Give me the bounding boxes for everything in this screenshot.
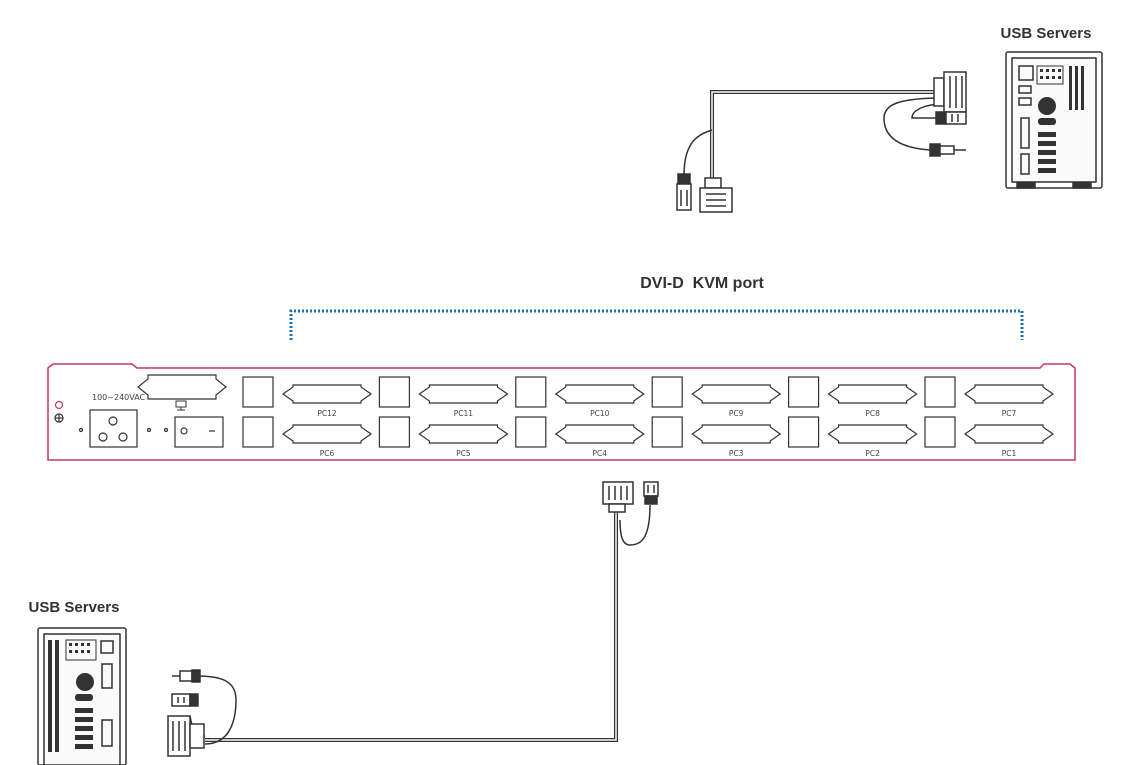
power-label: 100~240VAC [92, 393, 146, 402]
ground-icon [54, 413, 64, 423]
port-label: PC10 [590, 409, 610, 418]
dvi-port-outline [281, 424, 373, 444]
power-switch [163, 416, 224, 448]
dvi-port-outline [963, 384, 1055, 404]
port-group: PC2 [787, 416, 918, 458]
dvi-connector-kvm-end [699, 177, 733, 213]
dvi-port-outline [281, 384, 373, 404]
port-group: PC8 [787, 376, 918, 418]
dvi-port-outline [554, 424, 645, 444]
dvi-connector-kvm-bottom [602, 481, 634, 513]
dvi-connector-server-end [933, 71, 967, 113]
usb-connector-kvm-end [676, 173, 692, 211]
kvm-port-bracket [289, 309, 1024, 340]
dvi-port-outline [827, 384, 918, 404]
usb-port-box [924, 376, 956, 408]
port-label: PC2 [865, 449, 880, 458]
dvi-port-outline [691, 384, 782, 404]
kvm-cable-bottom [189, 504, 651, 745]
kvm-port-label: DVI-D KVM port [640, 275, 764, 292]
power-inlet [78, 409, 152, 448]
port-label: PC11 [454, 409, 474, 418]
port-label: PC12 [317, 409, 337, 418]
port-group: PC7 [924, 376, 1055, 418]
dvi-port-outline [418, 424, 509, 444]
usb-port-box [378, 376, 410, 408]
kvm-back-panel [47, 363, 1076, 461]
usb-port-box [787, 416, 820, 448]
console-dvi-port [137, 374, 227, 400]
usb-server-top [1005, 51, 1103, 189]
port-label: PC4 [593, 449, 608, 458]
usb-connector-server-bottom [171, 693, 199, 707]
port-label: PC9 [729, 409, 744, 418]
usb-connector-server-end [935, 111, 967, 125]
usb-port-box [651, 376, 683, 408]
kvm-cable-top [683, 90, 945, 180]
port-label: PC7 [1002, 409, 1017, 418]
dvi-port-outline [963, 424, 1055, 444]
port-label: PC8 [865, 409, 880, 418]
usb-port-box [242, 416, 274, 448]
usb-port-box [378, 416, 410, 448]
port-group: PC11 [378, 376, 509, 418]
port-group: PC6 [242, 416, 373, 458]
usb-port-box [787, 376, 820, 408]
usb-port-box [651, 416, 683, 448]
port-label: PC3 [729, 449, 744, 458]
port-group: PC1 [924, 416, 1055, 458]
usb-port-box [515, 376, 547, 408]
audio-connector-server-bottom [172, 669, 201, 683]
usb-port-box [242, 376, 274, 408]
port-group: PC9 [651, 376, 782, 418]
indicator-led [54, 400, 64, 410]
dvi-port-outline [827, 424, 918, 444]
port-label: PC1 [1002, 449, 1017, 458]
dvi-port-outline [554, 384, 645, 404]
dvi-port-outline [418, 384, 509, 404]
port-group: PC5 [378, 416, 509, 458]
usb-server-bottom [37, 627, 127, 765]
monitor-icon [175, 400, 187, 411]
dvi-port-outline [691, 424, 782, 444]
servers-bottom-label: USB Servers [29, 599, 120, 616]
dvi-connector-server-bottom [167, 715, 205, 757]
port-group: PC4 [515, 416, 645, 458]
servers-top-label: USB Servers [1001, 25, 1092, 42]
usb-port-box [924, 416, 956, 448]
port-group: PC3 [651, 416, 782, 458]
port-group: PC10 [515, 376, 645, 418]
usb-connector-kvm-bottom [643, 481, 659, 505]
port-label: PC6 [320, 449, 335, 458]
usb-port-box [515, 416, 547, 448]
audio-connector-server-end [929, 143, 966, 157]
port-label: PC5 [456, 449, 471, 458]
port-group: PC12 [242, 376, 373, 418]
